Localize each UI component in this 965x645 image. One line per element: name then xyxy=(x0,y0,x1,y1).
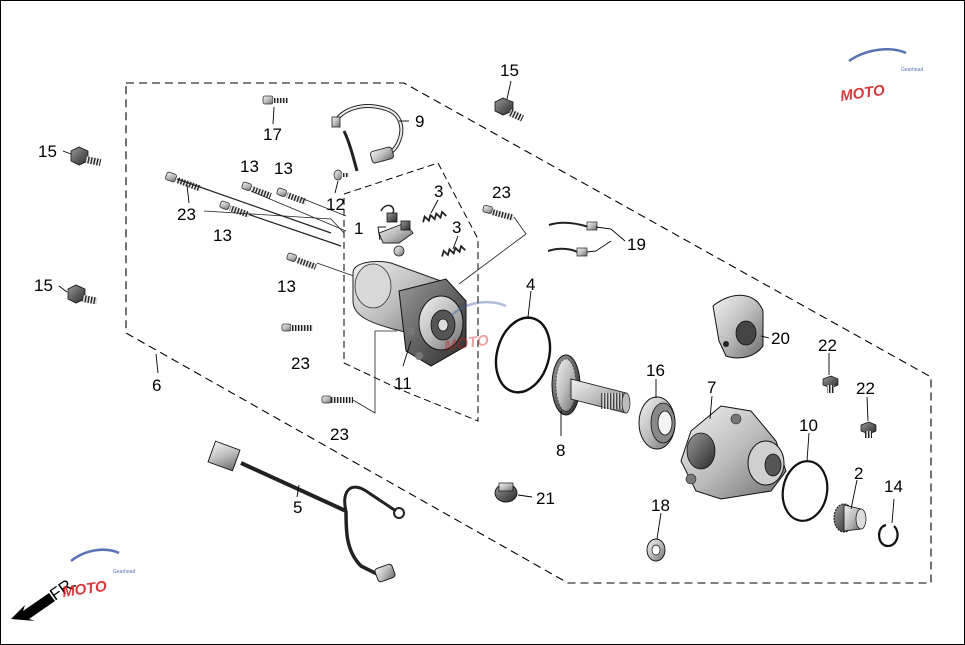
front-arrow-icon xyxy=(11,593,55,621)
short-bolt-23-low xyxy=(321,330,397,414)
callout-23-c: 23 xyxy=(291,354,310,373)
callout-16: 16 xyxy=(646,361,665,380)
watermark-sub-bottom: Gearhead xyxy=(113,569,135,575)
callout-13-d: 13 xyxy=(277,277,296,296)
short-bolt-23-mid xyxy=(281,323,313,332)
spring-3-a xyxy=(422,210,447,223)
long-bolt-13-mid-b xyxy=(276,187,307,205)
callout-23-a: 23 xyxy=(177,205,196,224)
wire-harness-5 xyxy=(207,440,405,583)
callout-3-a: 3 xyxy=(434,182,443,201)
flange-bolt-15-left-top xyxy=(70,146,102,167)
wire-lead-9 xyxy=(331,104,404,172)
callout-4: 4 xyxy=(526,275,535,294)
pinion-gear-2 xyxy=(833,503,867,533)
swoosh-icon xyxy=(450,300,507,317)
assembly-outline-11 xyxy=(343,162,479,422)
callout-12: 12 xyxy=(326,195,345,214)
drain-plug-21 xyxy=(494,482,518,503)
watermark-brand: MOTO xyxy=(839,82,886,105)
cover-plate-20 xyxy=(712,294,764,359)
reduction-gear-8 xyxy=(551,354,631,416)
callout-6: 6 xyxy=(152,376,161,395)
callout-20: 20 xyxy=(771,329,790,348)
starter-motor-11 xyxy=(352,260,467,367)
callout-1: 1 xyxy=(354,219,363,238)
long-bolt-23-top xyxy=(165,171,332,234)
washer-18 xyxy=(646,538,666,562)
flange-bolt-15-left-bottom xyxy=(67,284,98,305)
callout-23-d: 23 xyxy=(330,425,349,444)
spring-3-b xyxy=(441,244,466,257)
long-bolt-13-left xyxy=(219,200,342,247)
o-ring-10 xyxy=(781,460,829,522)
short-bolt-23-right xyxy=(458,204,527,285)
leader-lines xyxy=(58,80,895,540)
watermark-bottom-left: MOTO Gearhead xyxy=(61,548,135,601)
bolt-22-a xyxy=(822,375,839,393)
callout-13-b: 13 xyxy=(274,159,293,178)
callout-13-a: 13 xyxy=(240,157,259,176)
long-bolt-13-mid-a xyxy=(241,181,272,199)
callout-9: 9 xyxy=(415,112,424,131)
watermark-center: MOTO xyxy=(443,300,507,355)
watermark-brand-center: MOTO xyxy=(443,332,490,355)
callout-14: 14 xyxy=(884,477,903,496)
swoosh-icon xyxy=(848,48,907,63)
callout-22-a: 22 xyxy=(818,336,837,355)
callout-15-left-bottom: 15 xyxy=(34,276,53,295)
watermark-sub: Gearhead xyxy=(901,67,923,73)
callout-8: 8 xyxy=(556,441,565,460)
brush-holder-1 xyxy=(378,204,414,257)
callout-11: 11 xyxy=(394,374,412,393)
screw-12 xyxy=(333,169,349,181)
callout-2: 2 xyxy=(854,464,863,483)
bolt-17 xyxy=(262,95,288,105)
watermark-brand-bottom: MOTO xyxy=(61,578,108,601)
callout-3-b: 3 xyxy=(452,218,461,237)
callout-21: 21 xyxy=(536,489,555,508)
long-bolt-13-lower xyxy=(286,252,317,270)
watermark-top-right: MOTO Gearhead xyxy=(839,48,923,105)
swoosh-icon xyxy=(70,548,120,562)
bolt-22-b xyxy=(860,421,877,438)
circlip-14 xyxy=(878,523,899,548)
callout-15-left-top: 15 xyxy=(38,142,57,161)
callout-18: 18 xyxy=(651,496,670,515)
callout-10: 10 xyxy=(799,416,818,435)
flange-bolt-15-top xyxy=(494,97,524,122)
wire-leads-19 xyxy=(547,221,598,257)
bearing-16 xyxy=(638,396,676,450)
callout-17: 17 xyxy=(263,125,282,144)
callout-22-b: 22 xyxy=(856,379,875,398)
callout-19: 19 xyxy=(627,235,646,254)
callout-13-c: 13 xyxy=(213,226,232,245)
callout-5: 5 xyxy=(293,498,302,517)
assembly-outline-6 xyxy=(125,82,932,584)
callout-23-b: 23 xyxy=(492,183,511,202)
callout-labels: 1 2 3 3 4 5 6 7 8 9 10 11 12 13 13 13 13… xyxy=(34,61,903,517)
clutch-housing-7 xyxy=(680,405,787,500)
o-ring-4 xyxy=(494,316,552,394)
callout-15-top: 15 xyxy=(500,61,519,80)
callout-7: 7 xyxy=(707,378,716,397)
